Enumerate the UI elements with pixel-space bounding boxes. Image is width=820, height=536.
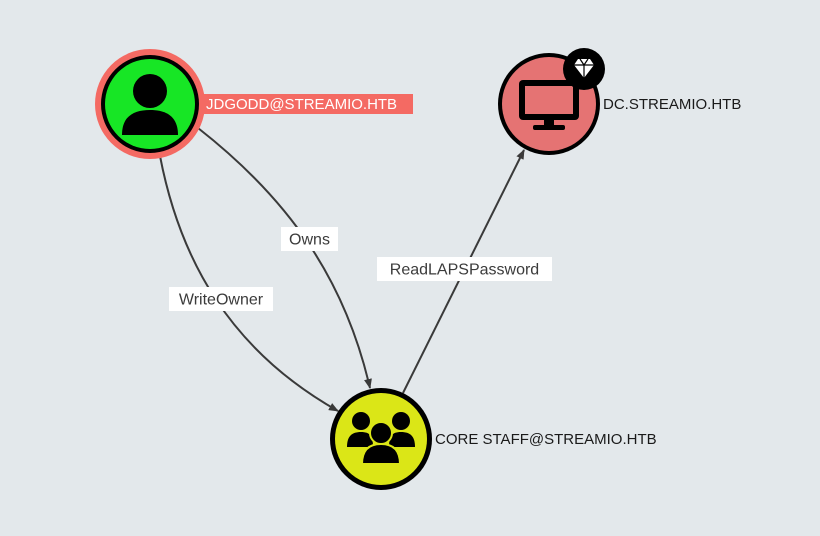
edge-label-read-laps-password[interactable]: ReadLAPSPassword <box>377 257 552 281</box>
edge-owns[interactable] <box>197 127 372 389</box>
edge-label-write-owner-text: WriteOwner <box>179 292 264 309</box>
node-user-label-text: JDGODD@STREAMIO.HTB <box>206 96 397 113</box>
users-icon <box>347 412 415 465</box>
edge-label-owns[interactable]: Owns <box>281 227 338 251</box>
node-group-core-staff[interactable] <box>330 388 432 490</box>
node-user-label-highlight <box>203 94 413 114</box>
node-user-label[interactable]: JDGODD@STREAMIO.HTB <box>203 94 413 114</box>
node-group-label-text[interactable]: CORE STAFF@STREAMIO.HTB <box>435 431 657 448</box>
edge-label-owns-text: Owns <box>289 232 330 249</box>
edge-label-read-laps-password-text: ReadLAPSPassword <box>390 262 539 279</box>
edge-label-write-owner[interactable]: WriteOwner <box>169 287 273 311</box>
gem-icon <box>563 48 605 90</box>
user-icon <box>122 74 178 135</box>
edge-write-owner[interactable] <box>159 155 339 412</box>
monitor-icon <box>519 80 579 130</box>
node-computer-dc[interactable] <box>498 48 605 155</box>
node-user-jdgodd[interactable] <box>95 49 205 159</box>
node-computer-label-text[interactable]: DC.STREAMIO.HTB <box>603 96 741 113</box>
